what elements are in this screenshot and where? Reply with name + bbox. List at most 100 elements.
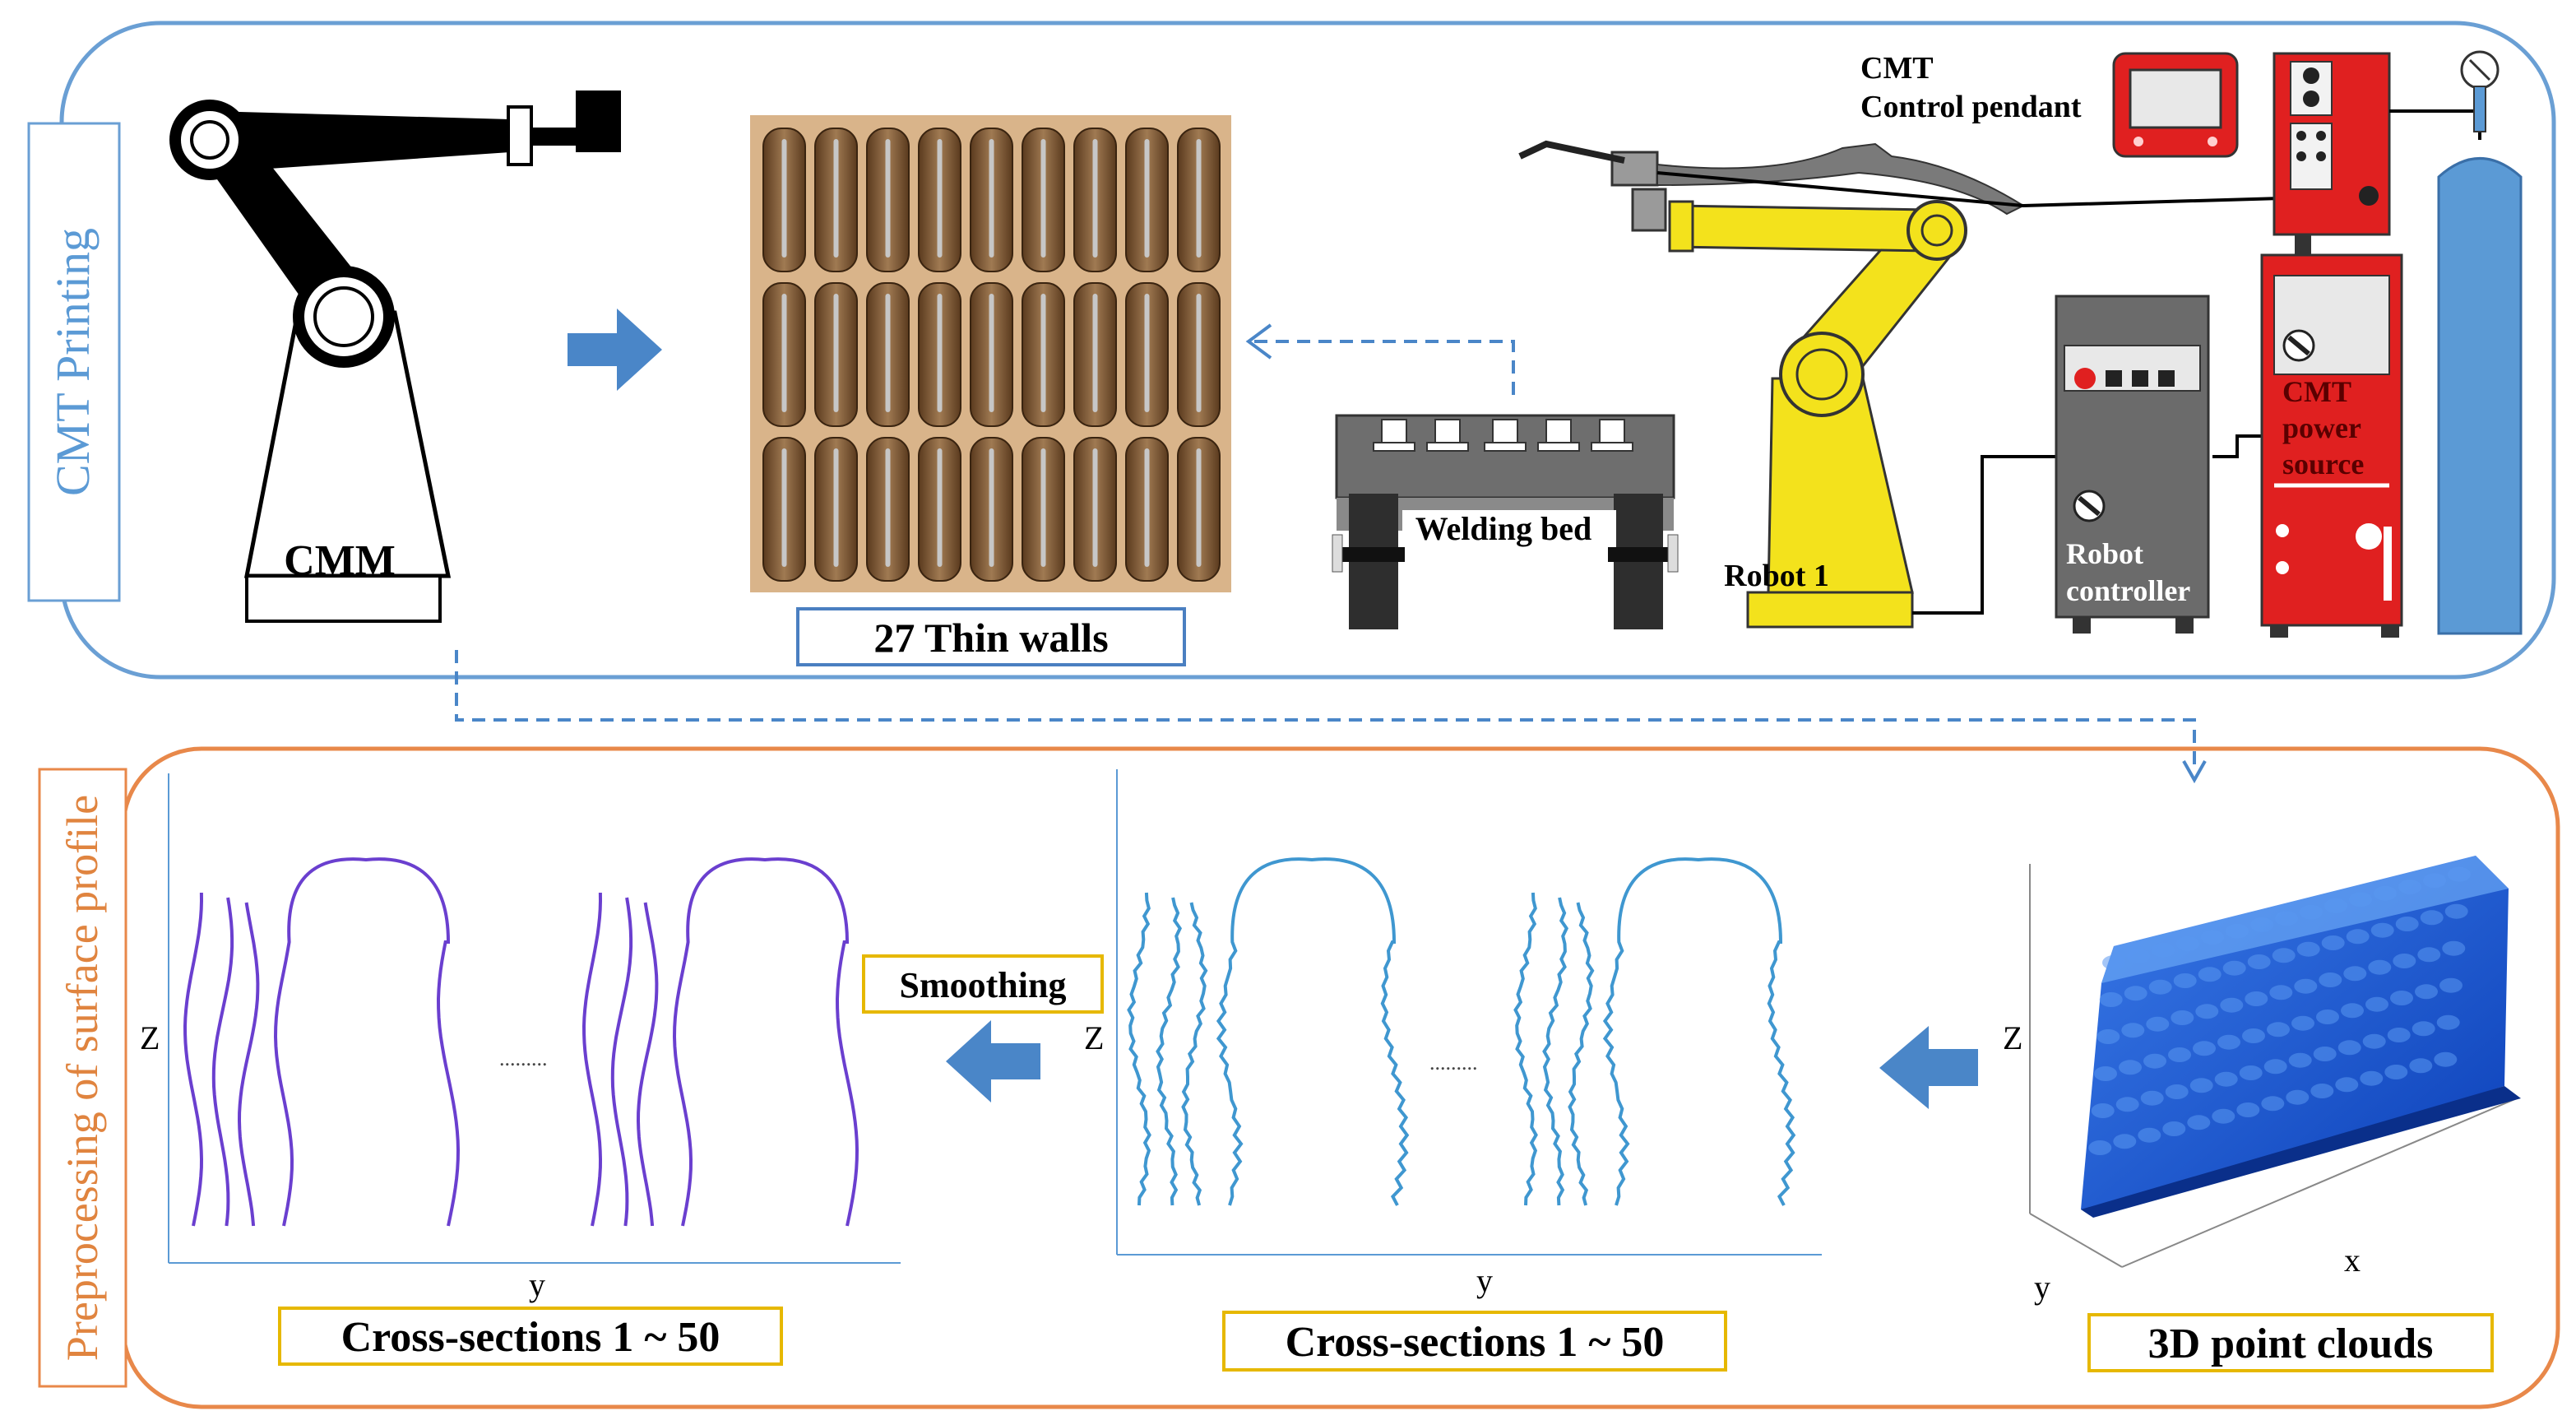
profile-curve (1568, 902, 1595, 1206)
mid-axis-y: y (1476, 1262, 1493, 1299)
raw-profile-curves (1127, 857, 1796, 1206)
dashed-arrowhead-icon (1245, 323, 1272, 360)
point-cloud-bump (2099, 992, 2123, 1007)
point-cloud-bump (2138, 1127, 2161, 1143)
point-cloud-bump (2171, 1010, 2194, 1025)
robot-1: Robot 1 (1518, 140, 2026, 629)
point-cloud-bump (2387, 1028, 2411, 1042)
mid-ellipsis: ......... (1429, 1051, 1478, 1075)
point-cloud-bump (2214, 1071, 2238, 1087)
point-cloud-bump (2217, 1034, 2240, 1050)
thin-walls-photo (750, 115, 1231, 592)
dashed-arrow-top-to-bottom (455, 650, 2196, 769)
point-cloud-bump (2198, 967, 2222, 982)
point-cloud-bump (2374, 885, 2397, 901)
point-cloud-bump (2321, 935, 2345, 950)
profile-arch (1602, 857, 1796, 1206)
point-cloud-bump (2173, 973, 2197, 988)
point-cloud-bump (2368, 959, 2392, 975)
cable-torch-power (1656, 171, 2370, 208)
left-caption: Cross-sections 1 ~ 50 (341, 1314, 720, 1361)
cable-robot-controller (1912, 455, 2056, 615)
point-cloud-bump (2349, 892, 2372, 907)
pendant-label-line1: CMT (1860, 51, 1934, 86)
point-cloud-bump (2269, 985, 2293, 1000)
profile-curve (211, 897, 234, 1227)
point-cloud-bump (2390, 991, 2413, 1005)
cloud-axis-y: y (2034, 1269, 2050, 1306)
point-cloud-bump (2436, 1014, 2460, 1030)
power-source-label-2: power (2282, 411, 2361, 444)
welding-bed: Welding bed (1332, 414, 1679, 629)
point-cloud-bump (2176, 936, 2199, 951)
point-cloud-bump (2291, 1015, 2314, 1031)
point-cloud-bump (2113, 1134, 2137, 1149)
top-side-label: CMT Printing (27, 122, 121, 602)
point-cloud-bump (2148, 979, 2172, 995)
point-cloud-bump (2448, 866, 2471, 882)
smoothed-profile-curves (183, 857, 859, 1227)
point-cloud-bump (2247, 954, 2271, 969)
point-cloud-bump (2096, 1029, 2120, 1044)
point-cloud-bump (2296, 941, 2320, 957)
point-cloud-bump (2162, 1121, 2186, 1136)
cloud-axis-z: Z (2003, 1019, 2022, 1056)
point-cloud-bump (2094, 1066, 2117, 1081)
profile-curve (237, 902, 260, 1227)
thin-walls-label: 27 Thin walls (873, 615, 1108, 661)
bottom-side-label: Preprocessing of surface profile (38, 768, 127, 1388)
profile-curve (1513, 892, 1538, 1206)
point-cloud-bump (2294, 978, 2318, 994)
cmm-label: CMM (284, 537, 396, 584)
point-cloud-bump (2360, 1070, 2384, 1086)
point-cloud-bump (2346, 929, 2370, 945)
profile-curve (610, 897, 633, 1227)
point-cloud-bump (2195, 1004, 2219, 1019)
profile-arch (1216, 857, 1410, 1206)
point-cloud-bump (2286, 1089, 2310, 1105)
point-cloud-bump (2337, 1040, 2361, 1056)
dashed-arrowhead-down-icon (2182, 760, 2207, 784)
left-axis-y: y (529, 1266, 545, 1303)
point-cloud-bump (2319, 972, 2342, 987)
point-cloud-bump (2115, 1097, 2139, 1112)
point-cloud-bump (2212, 1108, 2235, 1124)
cmm-machine: CMM (148, 91, 621, 634)
point-cloud-bump (2288, 1052, 2312, 1068)
point-cloud-bump (2220, 997, 2244, 1013)
point-cloud-bump (2168, 1047, 2191, 1062)
point-cloud-bump (2140, 1090, 2164, 1106)
point-cloud-bump (2439, 977, 2462, 993)
right-caption: 3D point clouds (2148, 1321, 2434, 1367)
profile-curve (581, 892, 603, 1227)
point-cloud-bump (2239, 1065, 2263, 1080)
point-cloud-bump (2442, 940, 2466, 956)
point-cloud-bump (2370, 922, 2394, 938)
point-cloud-bump (2242, 1028, 2265, 1043)
point-cloud-bump (2384, 1065, 2408, 1079)
arrow-left-icon-cloud (1879, 1026, 1978, 1109)
point-cloud-bump (2341, 1003, 2364, 1019)
point-cloud-bump (2152, 942, 2175, 958)
profile-curve (1181, 902, 1208, 1206)
point-cloud-bump (2395, 917, 2419, 931)
point-cloud-bump (2335, 1077, 2359, 1093)
point-cloud-bump (2189, 1078, 2213, 1093)
point-cloud-bump (2261, 1096, 2285, 1112)
point-cloud-bump (2316, 1010, 2339, 1024)
cmt-printing-label: CMT Printing (46, 228, 100, 496)
point-cloud-bump (2121, 1023, 2145, 1038)
point-cloud-bump (2434, 1051, 2458, 1067)
point-cloud-bump (2119, 1060, 2142, 1075)
power-source-label-1: CMT (2282, 375, 2351, 408)
point-cloud-bump (2267, 1022, 2290, 1037)
control-pendant (2112, 52, 2239, 158)
left-ellipsis: ......... (499, 1047, 548, 1070)
cmt-power-source: CMT power source (2260, 52, 2403, 638)
thin-walls-label-box: 27 Thin walls (796, 607, 1186, 666)
dashed-arrow-bed-to-walls (1250, 340, 1515, 395)
pendant-label-line2: Control pendant (1860, 90, 2082, 124)
point-cloud-bump (2412, 1021, 2435, 1037)
point-cloud-bump (2343, 966, 2367, 982)
profile-arch (672, 857, 859, 1227)
